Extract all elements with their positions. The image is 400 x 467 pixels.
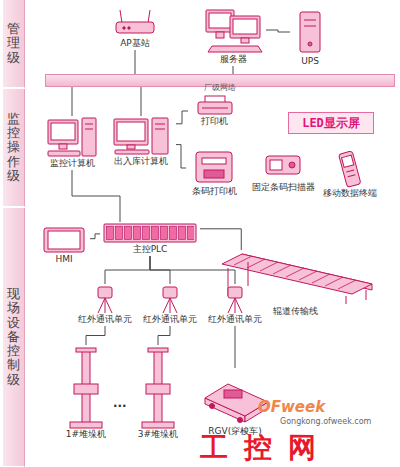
computer-icon <box>114 118 168 154</box>
device-node: 出入库计算机 <box>106 116 176 168</box>
connector-line <box>233 66 234 74</box>
network-connector <box>141 87 142 116</box>
server-icon <box>206 10 262 52</box>
device-node: UPS <box>290 8 330 68</box>
device-node: AP基站 <box>105 8 165 50</box>
network-connector <box>135 50 136 74</box>
watermark: OFweek <box>258 398 325 416</box>
connector-line <box>105 256 150 284</box>
device-node: 红外通讯单元 <box>205 284 265 326</box>
node-label: 主控PLC <box>100 244 200 256</box>
node-label: 条码打印机 <box>186 186 242 198</box>
node-label: 打印机 <box>188 116 240 128</box>
node-label: 固定条码扫描器 <box>248 182 318 194</box>
connector-line <box>176 111 188 124</box>
network-connector <box>158 326 170 345</box>
node-label: 监控计算机 <box>42 158 102 170</box>
node-label: 管理级 <box>7 22 20 65</box>
node-label: 服务器 <box>200 54 266 66</box>
connector-line <box>72 170 120 222</box>
barcode-printer-icon <box>196 152 232 182</box>
device-node: 固定条码扫描器 <box>248 152 318 194</box>
connector-line <box>90 234 100 239</box>
watermark-url: Gongkong.ofweek.com <box>280 417 371 426</box>
node-label: 3#堆垛机 <box>130 429 186 441</box>
device-node: 打印机 <box>188 94 240 128</box>
network-connector <box>266 30 290 32</box>
stacker-crane-icon <box>70 348 102 428</box>
connector-line <box>266 30 290 32</box>
node-label: 出入库计算机 <box>106 156 176 168</box>
node-label: UPS <box>290 56 330 68</box>
device-node: 主控PLC <box>100 222 200 256</box>
network-connector <box>233 66 234 74</box>
device-node: 红外通讯单元 <box>75 284 135 326</box>
device-node: HMI <box>38 224 90 266</box>
network-connector <box>86 326 105 345</box>
connector-line <box>235 326 236 368</box>
printer-icon <box>198 96 232 114</box>
level-band: 现场设备控制级 <box>3 208 25 467</box>
network-connector <box>150 256 235 284</box>
network-connector <box>176 111 188 124</box>
device-node: 监控计算机 <box>42 116 102 170</box>
node-label: AP基站 <box>105 38 165 50</box>
connector-line <box>86 326 105 345</box>
connector-line <box>158 326 170 345</box>
computer-icon <box>48 118 96 156</box>
connector-line <box>135 50 136 74</box>
network-connector <box>176 145 186 168</box>
device-node: 3#堆垛机 <box>130 345 186 441</box>
node-label: 厂级网络 <box>204 82 236 93</box>
node-label: 红外通讯单元 <box>140 314 200 326</box>
node-label: 移动数据终端 <box>320 188 380 200</box>
level-band: 监控操作级 <box>3 89 25 207</box>
led-display: LED显示屏 <box>288 112 374 134</box>
connector-line <box>72 87 73 116</box>
node-label: LED显示屏 <box>293 115 369 131</box>
handheld-terminal-icon <box>339 151 361 187</box>
node-label: 红外通讯单元 <box>75 314 135 326</box>
connector-line <box>176 145 186 168</box>
ellipsis-mark: ... <box>113 396 127 410</box>
infrared-unit-icon <box>163 287 177 313</box>
device-node: 红外通讯单元 <box>140 284 200 326</box>
network-connector <box>105 256 150 284</box>
device-node: 服务器 <box>200 6 266 66</box>
node-label: 监控操作级 <box>7 112 20 183</box>
network-connector <box>90 234 100 239</box>
connector-line <box>141 87 142 116</box>
ups-icon <box>300 12 320 52</box>
connector-line <box>200 229 241 250</box>
network-connector <box>72 87 73 116</box>
scanner-icon <box>266 156 300 174</box>
level-band: 管理级 <box>3 0 25 88</box>
device-node: 条码打印机 <box>186 148 242 198</box>
router-icon <box>116 10 154 33</box>
network-connector <box>235 326 236 368</box>
node-label: 1#堆垛机 <box>58 429 114 441</box>
node-label: HMI <box>38 254 90 266</box>
connector-line <box>150 256 235 284</box>
node-label: 现场设备控制级 <box>7 287 20 387</box>
stacker-crane-icon <box>142 348 174 428</box>
plc-rack-icon <box>104 224 196 242</box>
network-connector <box>72 170 120 222</box>
infrared-unit-icon <box>228 287 242 313</box>
device-node: 1#堆垛机 <box>58 345 114 441</box>
device-node: 移动数据终端 <box>320 150 380 200</box>
hmi-panel-icon <box>44 228 84 252</box>
network-connector <box>200 229 241 250</box>
node-label: 红外通讯单元 <box>205 314 265 326</box>
watermark-logo: 工控网 <box>200 434 332 462</box>
network-bar: 厂级网络 <box>45 74 395 87</box>
roller-conveyor-icon <box>222 254 372 304</box>
infrared-unit-icon <box>98 287 112 313</box>
device-node: 辊道传输线 <box>218 250 373 318</box>
